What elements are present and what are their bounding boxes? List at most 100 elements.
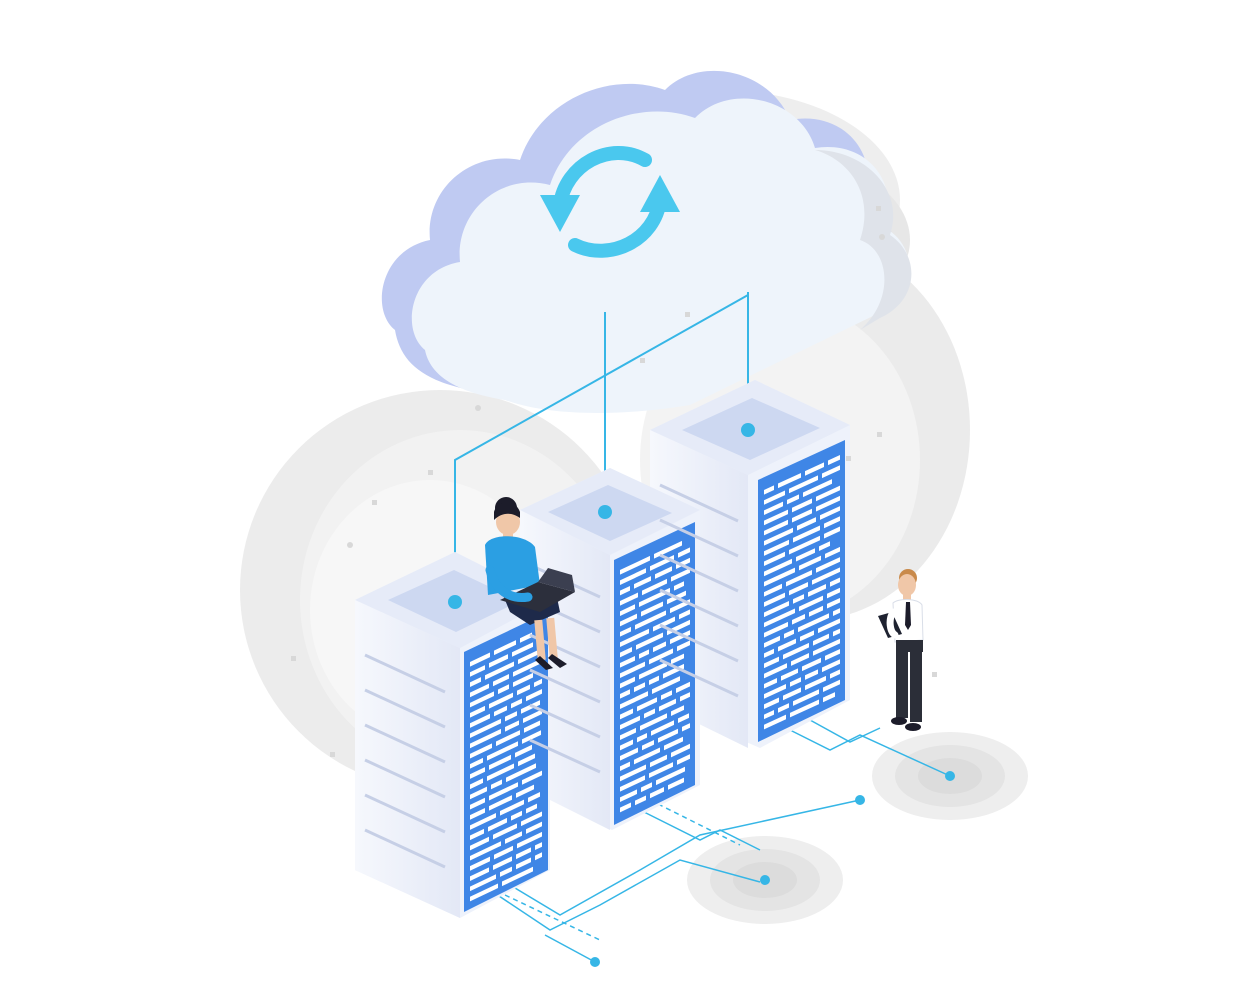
rack-slot [682,723,690,732]
rack-slot [671,705,684,717]
rack-slot [668,777,684,790]
rack-slot [778,703,789,713]
rack-slot [470,718,501,739]
rack-slot [634,747,660,765]
rack-slot [671,568,690,582]
rack-slot [792,508,812,523]
rack-slot [816,495,840,512]
rack-slot [620,691,648,709]
rack-slot [470,874,496,892]
rack-slots [470,455,840,902]
rack-slot [620,676,635,689]
rack-slot [677,754,690,765]
rack-slot [494,705,507,717]
rack-slot [670,630,690,645]
rack-slot [620,775,645,792]
rack-slot [791,653,809,666]
rack-slot [620,628,649,647]
rack-slot [535,842,542,851]
rack-slot [516,847,531,860]
rack-slot [764,648,774,658]
rack-slot [620,592,638,606]
rack-slot [521,811,542,827]
rack-slot [620,739,633,751]
decorative-dots [291,206,937,757]
rack-slot [833,608,840,616]
rack-slot [523,709,542,724]
rack-slot [528,792,540,803]
rack-slot [651,720,674,736]
rack-slot [830,577,840,587]
rack-slot [650,754,667,768]
rack-slot [534,678,542,688]
rack-slot [805,462,824,476]
rack-slot [470,856,490,871]
rack-slot [524,720,540,733]
rack-slot [671,653,684,665]
rack-slot [664,736,683,751]
rack-slot [808,583,826,597]
rack-slot [805,675,826,691]
rack-slot [659,698,676,712]
ground-connection-lines [489,719,951,963]
man-with-tablet [878,569,924,731]
rack-slot [516,857,531,870]
rack-slot [642,578,667,596]
ground-target-rings [687,732,1028,924]
rack-slot [493,823,517,840]
rack-slot [764,635,780,648]
rack-slot [764,684,786,699]
rack-slot [828,455,840,466]
rack-slot [679,609,690,620]
rack-slot [502,866,533,887]
rack-slot [517,684,530,696]
rack-slot [535,852,542,861]
rack-slot [790,699,819,718]
rack-slot [498,684,509,695]
rack-slot [764,519,788,536]
cloud-front [411,98,910,414]
rack-slot [789,582,808,596]
sync-arrowheads [540,175,680,232]
rack-slot [792,614,805,625]
rack-slot [764,709,774,720]
rack-slot [825,546,840,559]
rack-slot [620,555,650,575]
rack-slot [487,763,514,782]
rack-slot [470,786,487,800]
rack-slot [800,630,814,642]
rack-slot [620,764,646,782]
rack-slot [813,633,829,646]
rack-slot [470,757,483,769]
rack-slot [825,648,840,661]
rack-slot [764,558,792,577]
rack-slot [620,585,630,596]
rack-slot [793,594,804,604]
rack-slot [677,640,690,652]
rack-slot [764,663,787,679]
rack-slot [764,608,795,628]
rack-slot [803,479,832,498]
rack-slot [637,732,647,743]
rack-slot [620,761,630,771]
rack-slot [489,754,511,770]
rack-slot [641,782,652,793]
rack-slot [522,730,541,744]
rack-slot [494,640,516,656]
rack-slot [764,601,789,618]
rack-slot [513,672,533,687]
rack-slot [674,581,684,591]
rack-slot [642,740,654,751]
rack-slot [781,668,798,681]
rack-slot [764,551,785,567]
rack-slot [470,778,483,790]
rack-slot [789,535,820,555]
rack-slot [786,570,812,587]
rack-slot [764,714,786,730]
rack-slot [818,618,840,634]
rack-slot [764,583,782,597]
rack-slot [830,669,840,679]
rack-slot [517,831,542,849]
rack-slot [671,743,690,758]
rack-slot [658,728,678,743]
